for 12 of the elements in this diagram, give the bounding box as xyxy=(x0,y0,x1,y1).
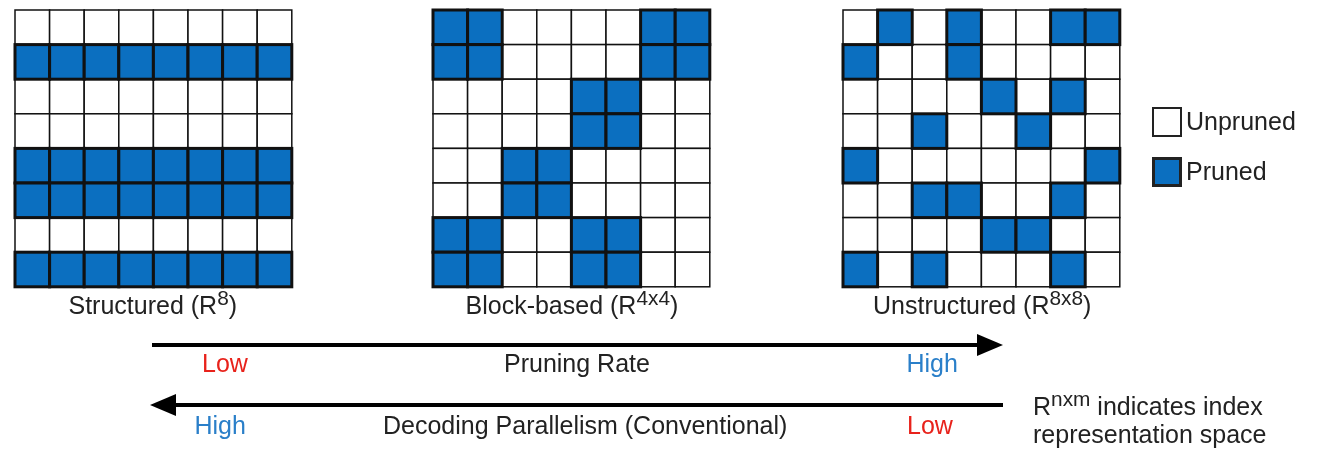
note-text: R$^{nxm}$ indicates index representation space xyxy=(1033,388,1268,449)
legend-label: Unpruned xyxy=(1186,108,1296,136)
axis-title: Decoding Parallelism (Conventional) xyxy=(383,412,788,440)
axis-title: Pruning Rate xyxy=(504,350,650,378)
axis-end-label: Low xyxy=(202,350,248,378)
axis-end-label: Low xyxy=(907,412,953,440)
axis-end-label: High xyxy=(906,350,958,378)
grid-caption: Structured (R$^{8}$) xyxy=(68,287,238,320)
grid-caption: Block-based (R$^{4x4}$) xyxy=(465,287,679,320)
axis-end-label: High xyxy=(194,412,246,440)
legend-label: Pruned xyxy=(1186,158,1267,186)
grid-caption: Unstructured (R$^{8x8}$) xyxy=(873,287,1092,320)
